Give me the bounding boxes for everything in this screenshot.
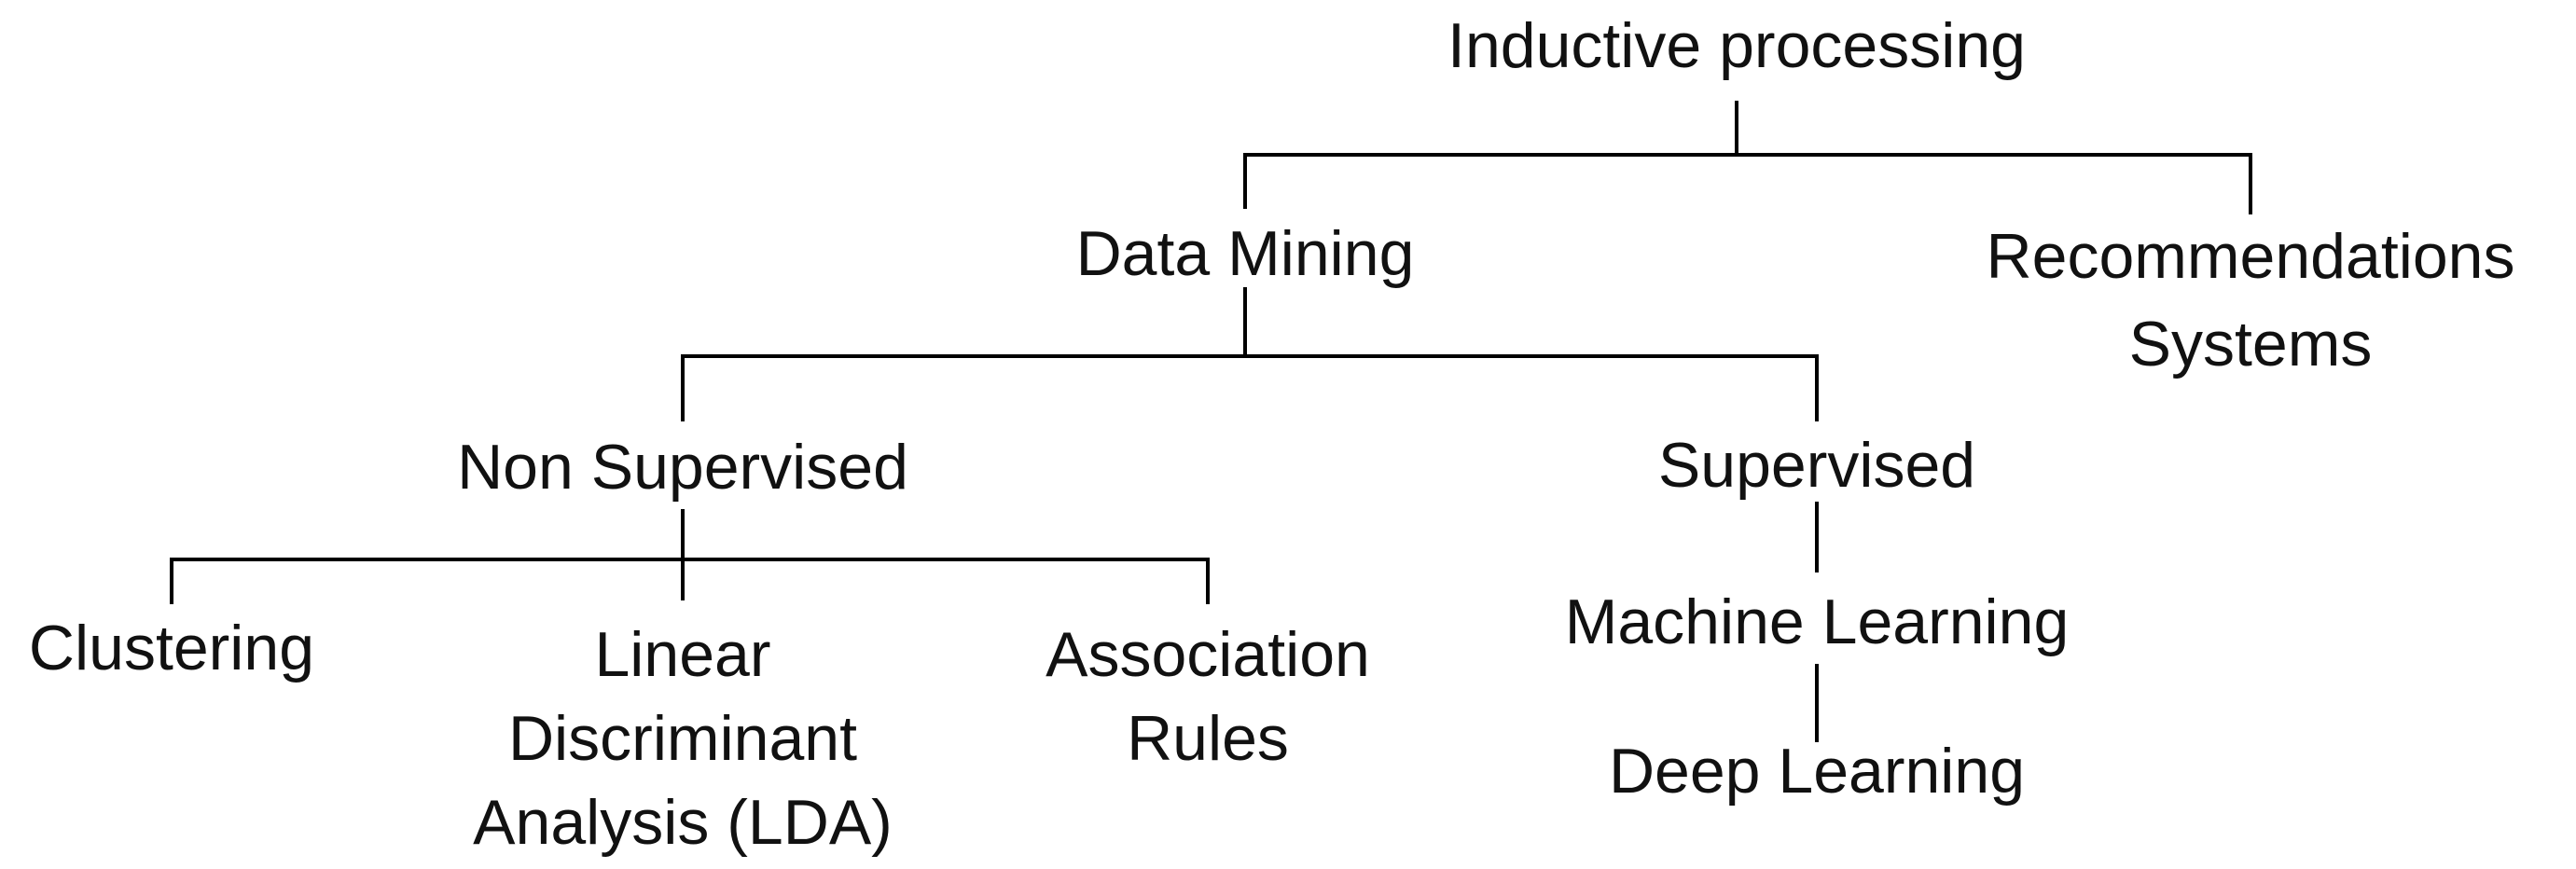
- node-supervised: Supervised: [1658, 430, 1975, 501]
- node-labels: Inductive processing Data Mining Recomme…: [29, 10, 2515, 858]
- node-recommendations-systems: Recommendations: [1987, 221, 2515, 292]
- node-inductive-processing: Inductive processing: [1447, 10, 2026, 81]
- node-lda-line3: Analysis (LDA): [473, 787, 893, 858]
- node-association-rules-line2: Rules: [1127, 703, 1289, 774]
- node-non-supervised: Non Supervised: [457, 432, 908, 503]
- node-lda-line2: Discriminant: [508, 703, 857, 774]
- connector-lines: [170, 101, 2252, 742]
- node-deep-learning: Deep Learning: [1609, 736, 2025, 807]
- node-recommendations-systems-line2: Systems: [2129, 309, 2373, 379]
- node-machine-learning: Machine Learning: [1565, 586, 2070, 657]
- node-association-rules: Association: [1046, 619, 1370, 690]
- node-data-mining: Data Mining: [1076, 218, 1415, 289]
- node-clustering: Clustering: [29, 613, 314, 683]
- node-lda: Linear: [594, 619, 770, 690]
